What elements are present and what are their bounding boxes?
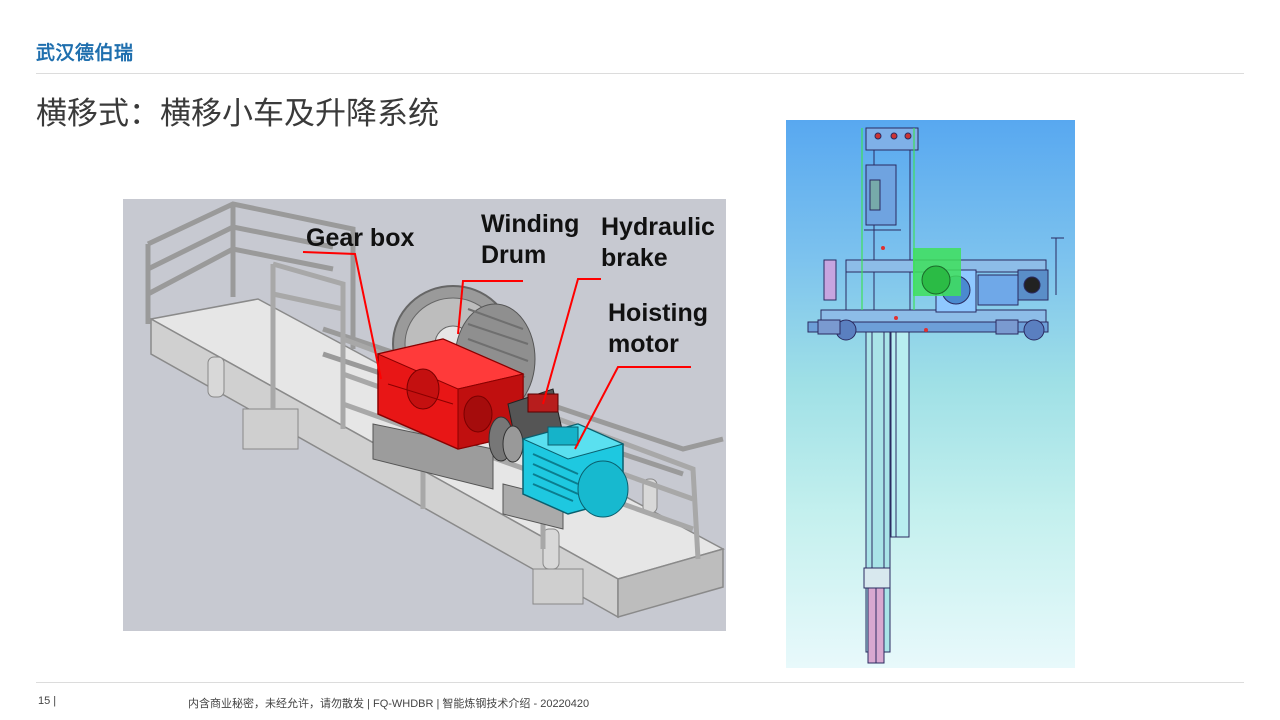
- brand-logo: 武汉德伯瑞: [36, 43, 134, 64]
- page-title: 横移式：横移小车及升降系统: [36, 96, 439, 132]
- label-hydraulic-brake: Hydraulic brake: [601, 213, 715, 272]
- label-winding-drum: Winding Drum: [481, 210, 580, 269]
- lifting-system-cad-drawing: [786, 120, 1075, 668]
- footer-confidential-note: 内含商业秘密，未经允许，请勿散发 | FQ-WHDBR | 智能炼钢技术介绍 -…: [188, 698, 590, 710]
- page-number: 15 |: [38, 695, 57, 707]
- label-hoisting-motor: Hoisting motor: [608, 299, 708, 358]
- label-gear-box: Gear box: [306, 224, 415, 252]
- header-divider: [36, 73, 1244, 74]
- footer-divider: [36, 682, 1244, 683]
- trolley-3d-image: Gear box Winding Drum Hydraulic brake Ho…: [123, 199, 726, 631]
